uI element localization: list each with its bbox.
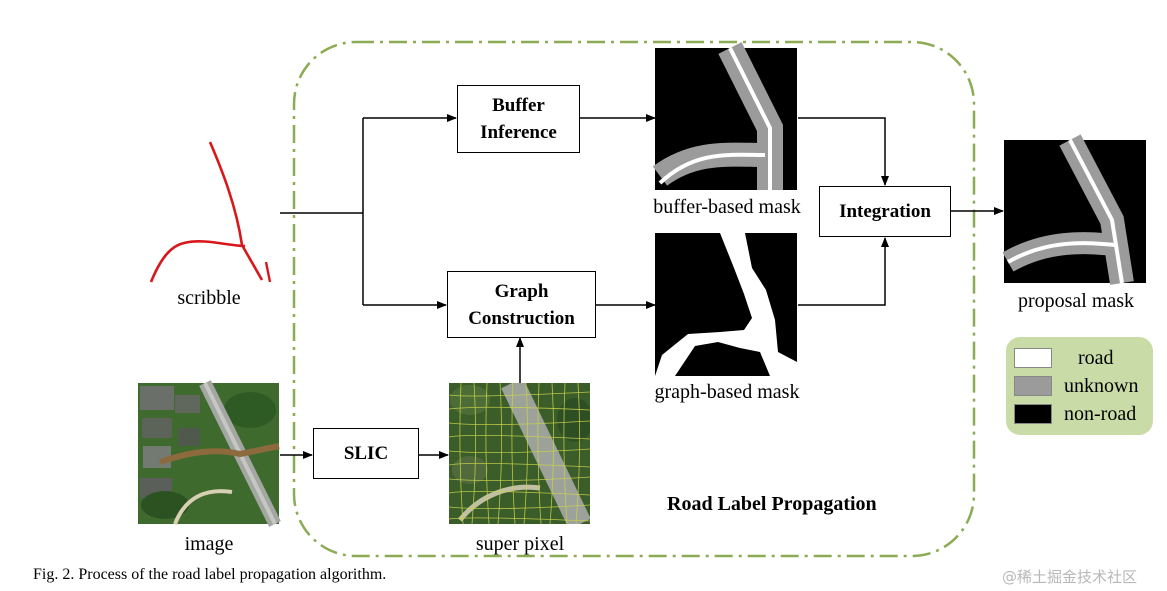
legend-label-non-road: non-road — [1064, 403, 1137, 425]
graph-mask-image — [655, 233, 797, 376]
legend-label-road: road — [1078, 347, 1114, 369]
legend: road unknown non-road — [1006, 337, 1153, 435]
proposal-mask-label: proposal mask — [1017, 290, 1135, 312]
connectors — [280, 114, 1004, 459]
legend-swatch-road — [1014, 348, 1052, 368]
integration-box: Integration — [819, 186, 951, 237]
propagation-group-border — [292, 40, 976, 558]
scribble-label: scribble — [177, 287, 241, 309]
buffer-inference-line2: Inference — [480, 122, 557, 143]
legend-swatch-non-road — [1014, 404, 1052, 424]
graph-construction-line2: Construction — [468, 307, 575, 329]
legend-swatch-unknown — [1014, 376, 1052, 396]
buffer-mask-image — [652, 42, 797, 190]
buffer-mask-label: buffer-based mask — [653, 196, 801, 218]
group-title: Road Label Propagation — [667, 493, 877, 515]
buffer-inference-box: Buffer Inference — [457, 85, 580, 153]
legend-item-road — [1014, 348, 1052, 368]
image-label: image — [184, 533, 234, 555]
slic-box: SLIC — [313, 428, 419, 479]
aerial-image — [138, 380, 281, 527]
scribble-image — [137, 140, 279, 283]
figure-caption: Fig. 2. Process of the road label propag… — [33, 566, 387, 583]
legend-item-unknown — [1014, 376, 1052, 396]
integration-label: Integration — [839, 201, 931, 222]
watermark: @稀土掘金技术社区 — [1002, 568, 1138, 586]
legend-item-non-road — [1014, 404, 1052, 424]
superpixel-image — [449, 383, 590, 524]
graph-construction-box: Graph Construction — [447, 271, 596, 338]
slic-label: SLIC — [343, 443, 389, 464]
super-pixel-label: super pixel — [475, 533, 565, 555]
graph-construction-line1: Graph — [494, 280, 549, 302]
buffer-inference-line1: Buffer — [492, 95, 545, 116]
legend-label-unknown: unknown — [1064, 375, 1139, 397]
proposal-mask-image — [1002, 134, 1146, 285]
graph-mask-label: graph-based mask — [654, 381, 800, 403]
